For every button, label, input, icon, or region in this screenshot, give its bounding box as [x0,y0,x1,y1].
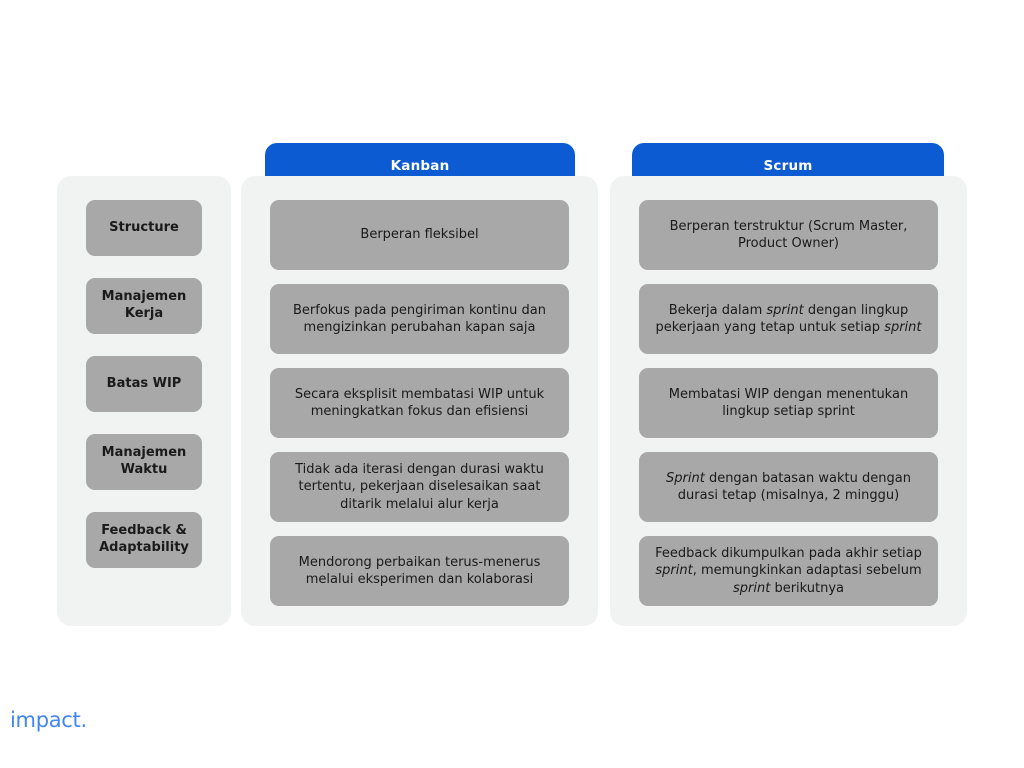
criteria-label: Manajemen Kerja [101,289,187,321]
scrum-cell-feedback-adaptability: Feedback dikumpulkan pada akhir setiap s… [639,536,938,606]
kanban-cell-manajemen-kerja: Berfokus pada pengiriman kontinu dan men… [270,284,569,354]
criteria-item-structure: Structure [86,200,202,256]
cell-text: Berperan fleksibel [360,227,479,243]
criteria-label: Batas WIP [106,375,182,391]
cell-text: Berfokus pada pengiriman kontinu dan men… [293,302,546,335]
brand-logo-text: impact. [10,708,87,732]
scrum-cell-structure: Berperan terstruktur (Scrum Master, Prod… [639,200,938,270]
kanban-cell-manajemen-waktu: Tidak ada iterasi dengan durasi waktu te… [270,452,569,522]
column-header-scrum-label: Scrum [763,158,813,174]
brand-logo: impact. [10,708,87,732]
criteria-list: Structure Manajemen Kerja Batas WIP Mana… [57,200,231,568]
scrum-cell-list: Berperan terstruktur (Scrum Master, Prod… [610,200,967,606]
scrum-cell-batas-wip: Membatasi WIP dengan menentukan lingkup … [639,368,938,438]
column-header-kanban-label: Kanban [390,158,450,174]
cell-text: Berperan terstruktur (Scrum Master, Prod… [669,218,908,251]
criteria-item-batas-wip: Batas WIP [86,356,202,412]
cell-text: Tidak ada iterasi dengan durasi waktu te… [295,462,544,512]
scrum-cell-manajemen-kerja: Bekerja dalam sprint dengan lingkup peke… [639,284,938,354]
cell-text: Bekerja dalam sprint dengan lingkup peke… [655,302,922,335]
cell-text: Mendorong perbaikan terus-menerus melalu… [298,554,541,587]
cell-text: Secara eksplisit membatasi WIP untuk men… [294,386,545,419]
kanban-cell-feedback-adaptability: Mendorong perbaikan terus-menerus melalu… [270,536,569,606]
criteria-label: Structure [109,219,179,235]
criteria-item-feedback-adaptability: Feedback & Adaptability [86,512,202,568]
kanban-cell-structure: Berperan fleksibel [270,200,569,270]
panel-kanban: Berperan fleksibel Berfokus pada pengiri… [241,176,598,626]
cell-text: Sprint dengan batasan waktu dengan duras… [666,470,911,503]
kanban-cell-batas-wip: Secara eksplisit membatasi WIP untuk men… [270,368,569,438]
panel-scrum: Berperan terstruktur (Scrum Master, Prod… [610,176,967,626]
cell-text: Membatasi WIP dengan menentukan lingkup … [668,386,909,419]
kanban-cell-list: Berperan fleksibel Berfokus pada pengiri… [241,200,598,606]
criteria-label: Feedback & Adaptability [99,523,189,555]
panel-criteria: Structure Manajemen Kerja Batas WIP Mana… [57,176,231,626]
criteria-label: Manajemen Waktu [101,445,187,477]
criteria-item-manajemen-kerja: Manajemen Kerja [86,278,202,334]
criteria-item-manajemen-waktu: Manajemen Waktu [86,434,202,490]
cell-text: Feedback dikumpulkan pada akhir setiap s… [655,546,922,596]
scrum-cell-manajemen-waktu: Sprint dengan batasan waktu dengan duras… [639,452,938,522]
